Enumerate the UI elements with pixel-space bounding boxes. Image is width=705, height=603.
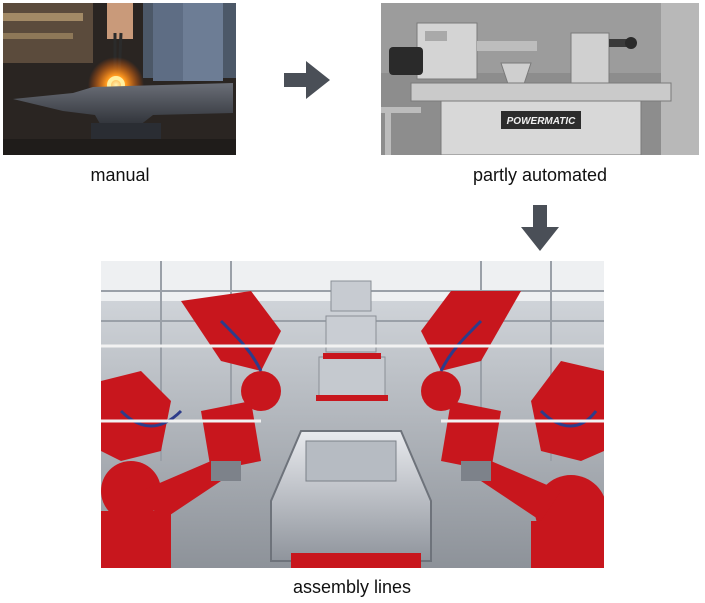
powermatic-brand-text: POWERMATIC <box>507 116 576 127</box>
manual-photo <box>3 3 236 155</box>
assembly-lines-photo <box>101 261 604 568</box>
anvil-forging-photo <box>3 3 236 155</box>
stage-label-partly-automated: partly automated <box>472 165 608 185</box>
stage-label-manual: manual <box>90 165 150 185</box>
arrow-right-icon <box>284 61 330 99</box>
robotic-assembly-line-photo <box>101 261 604 568</box>
arrow-down-icon <box>521 205 559 251</box>
partly-automated-photo: POWERMATIC <box>381 3 699 155</box>
stage-label-assembly-lines: assembly lines <box>292 577 412 597</box>
lathe-machine-photo: POWERMATIC <box>381 3 699 155</box>
